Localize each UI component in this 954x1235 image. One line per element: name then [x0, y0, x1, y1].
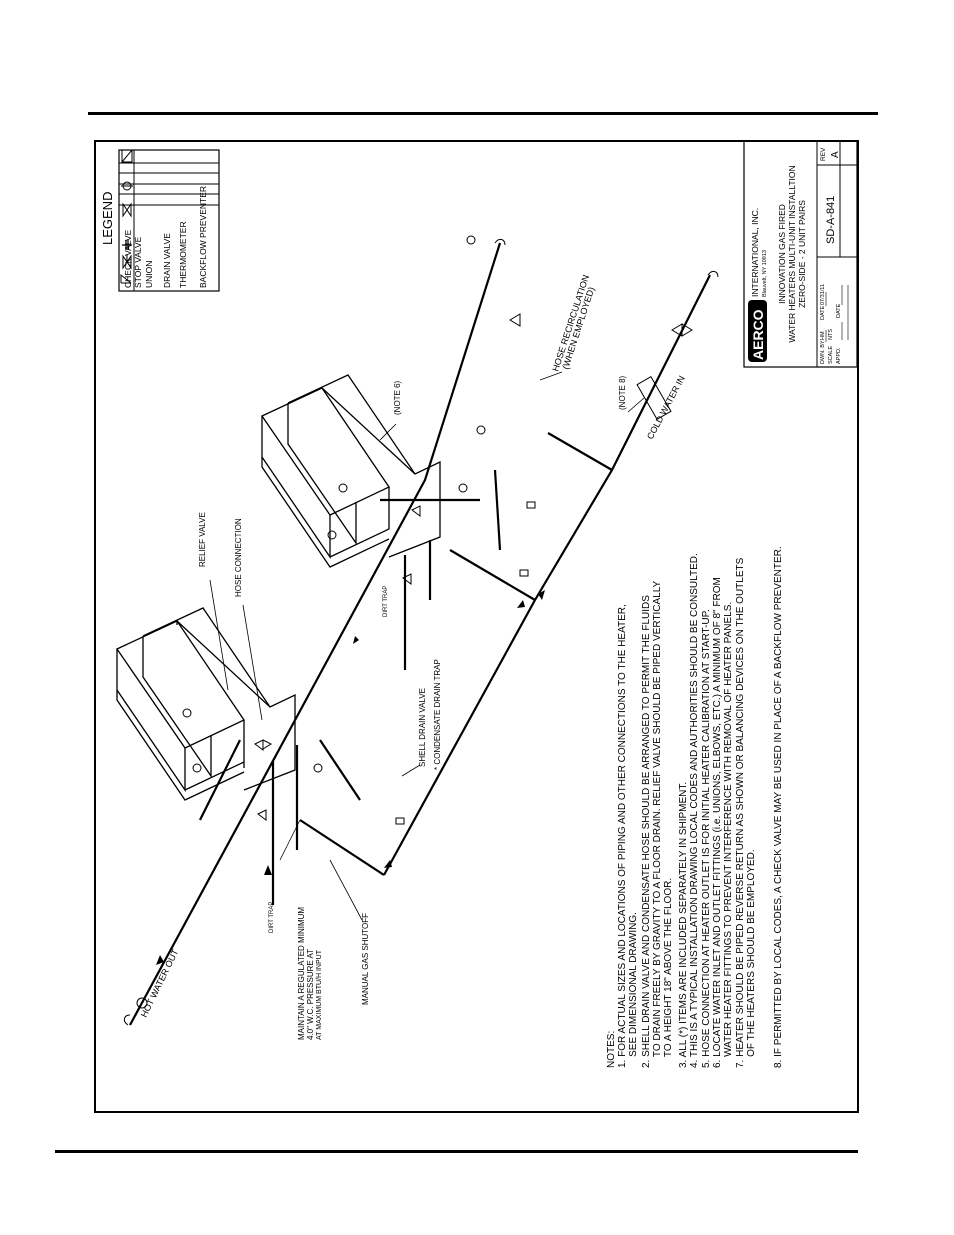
appd-label: APPD. [836, 347, 842, 364]
page-footer-rule [55, 1150, 858, 1153]
stop-valve-icon [509, 313, 521, 327]
dwn-by-label: DWN. BY [820, 340, 826, 364]
thermometer-icon [327, 530, 337, 540]
legend-label-drain-valve: DRAIN VALVE [162, 233, 172, 288]
hot-water-header [129, 242, 502, 1026]
backflow-preventer-symbol [121, 149, 133, 163]
note-line-10: WATER HEATER FITTINGS TO PREVENT INTERFE… [723, 602, 734, 1068]
date-value: 07/31/11 [820, 284, 826, 305]
drawing-title-line-1: INNOVATION GAS FIRED [777, 204, 787, 304]
cold-water-in-label: COLD WATER IN [645, 374, 687, 441]
drawing-frame [94, 140, 859, 1113]
legend: LEGEND CHECK VALVE STOP VALVE [100, 149, 220, 292]
stop-valve-icon [402, 573, 412, 585]
note-line-6: 3. ALL (*) ITEMS ARE INCLUDED SEPARATELY… [678, 782, 689, 1068]
check-valve-symbol [120, 273, 132, 284]
gas-pressure-line-3: AT MAXIMUM BTU/H INPUT [316, 949, 323, 1040]
note-line-12: OF THE HEATERS SHOULD BE EMPLOYED. [746, 849, 757, 1068]
drawing-title-line-3: ZERO-SIDE - 2 UNIT PAIRS [797, 200, 807, 308]
condensate-trap-icon [395, 817, 405, 825]
note-line-11: 7. HEATER SHOULD BE PIPED REVERSE RETURN… [735, 557, 746, 1068]
scale-value: NTS [828, 329, 834, 340]
thermometer-icon [313, 763, 323, 773]
appd-date-label: DATE [836, 303, 842, 318]
backflow-preventer-icon [636, 375, 672, 421]
condensate-trap-icon [519, 569, 529, 577]
thermometer-icon [458, 483, 468, 493]
note-line-4: TO DRAIN FREELY BY GRAVITY TO A FLOOR DR… [652, 580, 663, 1068]
title-block: AERCO INTERNATIONAL, INC. Blauvelt, NY 1… [743, 140, 858, 368]
drawing-title-line-2: WATER HEATERS MULTI-UNIT INSTALLTION [787, 165, 797, 342]
stop-valve-icon [257, 809, 267, 821]
note-line-2: SEE DIMENSIONAL DRAWING. [628, 912, 639, 1068]
thermometer-icon [338, 483, 348, 493]
condensate-trap-icon [526, 501, 536, 509]
notes-title: NOTES: [606, 1031, 617, 1068]
relief-valve-label: RELIEF VALVE [198, 512, 207, 567]
scale-label: SCALE [828, 346, 834, 364]
gas-pressure-line-1: MAINTAIN A REGULATED MINIMUM [297, 907, 306, 1040]
rev-value: A [830, 151, 841, 158]
legend-label-stop-valve: STOP VALVE [133, 236, 143, 288]
thermometer-icon [182, 708, 192, 718]
date-label: DATE [820, 305, 826, 320]
heater-pair-right [261, 374, 441, 568]
dirt-trap-label-2: DIRT TRAP [383, 586, 389, 617]
heater-pair-left [116, 607, 296, 801]
pipe-break-icon [494, 238, 506, 246]
note-line-1: 1. FOR ACTUAL SIZES AND LOCATIONS OF PIP… [617, 604, 628, 1068]
stop-valve-symbol [122, 254, 132, 270]
legend-box [118, 149, 220, 292]
company-name: INTERNATIONAL, INC. [750, 208, 760, 297]
aerco-logo: AERCO [748, 300, 767, 362]
note-line-13: 8. IF PERMITTED BY LOCAL CODES, A CHECK … [773, 546, 784, 1068]
leader-lines [209, 371, 645, 921]
legend-label-thermometer: THERMOMETER [178, 221, 188, 288]
note-line-9: 6. LOCATE WATER INLET AND OUTLET FITTING… [712, 577, 723, 1068]
dirt-trap-label-1: DIRT TRAP [269, 902, 275, 933]
valve-fittings [123, 235, 719, 1026]
stop-valve-icon [254, 739, 273, 751]
cold-water-header [383, 274, 711, 876]
pipe-break-icon [123, 1014, 131, 1026]
thermometer-symbol [121, 181, 133, 191]
legend-label-backflow-preventer: BACKFLOW PREVENTER [198, 186, 208, 288]
note6-label: (NOTE 6) [393, 380, 402, 415]
pipe-break-icon [707, 270, 719, 278]
thermometer-icon [476, 425, 486, 435]
gas-pressure-line-2: 4.0" W.C. PRESSURE AT [306, 949, 315, 1040]
thermometer-icon [192, 763, 202, 773]
svg-text:AERCO: AERCO [750, 309, 766, 360]
thermometer-icon [466, 235, 476, 245]
manual-gas-shutoff-label: MANUAL GAS SHUTOFF [361, 913, 370, 1005]
company-address: Blauvelt, NY 10913 [762, 250, 768, 297]
rev-label: REV [820, 147, 827, 161]
note-line-5: TO A HEIGHT 18" ABOVE THE FLOOR. [663, 878, 674, 1068]
thermometer-icon [136, 997, 148, 1009]
note-line-3: 2. SHELL DRAIN VALVE AND CONDENSATE HOSE… [641, 595, 652, 1068]
drawing-number: SD-A-841 [825, 196, 837, 244]
legend-label-check-valve: CHECK VALVE [123, 229, 133, 288]
note-line-7: 4. THIS IS A TYPICAL INSTALLATION DRAWIN… [689, 553, 700, 1068]
condensate-drain-trap-label: * CONDENSATE DRAIN TRAP [433, 659, 442, 770]
note8-label: (NOTE 8) [618, 375, 627, 410]
legend-label-union: UNION [144, 261, 154, 288]
legend-title: LEGEND [100, 192, 115, 245]
dwn-by-value: HM [820, 331, 826, 340]
diagram-labels: HOT WATER OUT COLD WATER IN HOSE RECIRCU… [139, 274, 687, 1040]
union-symbol [122, 240, 132, 250]
stop-valve-icon [671, 323, 693, 337]
notes: NOTES: 1. FOR ACTUAL SIZES AND LOCATIONS… [606, 546, 784, 1068]
note-line-8: 5. HOSE CONNECTION AT HEATER OUTLET IS F… [701, 609, 712, 1068]
page-header-rule [88, 112, 878, 115]
flow-arrows [156, 590, 545, 965]
hose-connection-label: HOSE CONNECTION [234, 518, 243, 597]
shell-drain-valve-label: SHELL DRAIN VALVE [418, 688, 427, 767]
drain-valve-symbol [122, 202, 132, 218]
stop-valve-icon [411, 505, 421, 517]
main-piping [129, 242, 711, 1026]
